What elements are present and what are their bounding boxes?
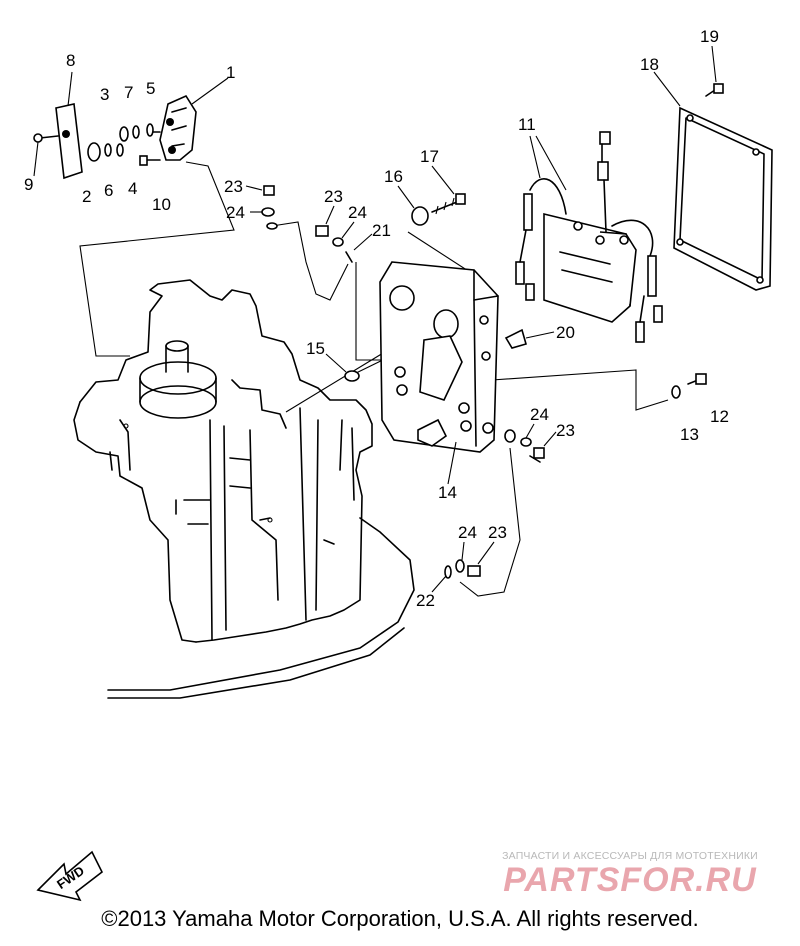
- callout-3: 3: [100, 85, 109, 104]
- callout-6: 6: [104, 181, 113, 200]
- callout-23-b: 23: [324, 187, 343, 206]
- bolts-washers-lower: [444, 429, 545, 579]
- engine-block-illustration: [73, 279, 415, 699]
- callout-24-a: 24: [226, 203, 245, 222]
- callout-24-b: 24: [348, 203, 367, 222]
- callout-14: 14: [438, 483, 457, 502]
- callout-22: 22: [416, 591, 435, 610]
- callout-24-c: 24: [530, 405, 549, 424]
- callout-17: 17: [420, 147, 439, 166]
- callout-23-a: 23: [224, 177, 243, 196]
- callout-24-d: 24: [458, 523, 477, 542]
- part-8-cover: [33, 103, 83, 180]
- callout-15: 15: [306, 339, 325, 358]
- callout-23-c: 23: [556, 421, 575, 440]
- callout-13: 13: [680, 425, 699, 444]
- callout-20: 20: [556, 323, 575, 342]
- callout-19: 19: [700, 27, 719, 46]
- part-19-screw: [705, 83, 724, 97]
- callout-16: 16: [384, 167, 403, 186]
- part-14-bracket-plate: [379, 261, 499, 453]
- callout-11: 11: [518, 115, 536, 134]
- copyright-notice: ©2013 Yamaha Motor Corporation, U.S.A. A…: [101, 906, 699, 931]
- callout-10: 10: [152, 195, 171, 214]
- callout-numbers: 1 2 3 4 5 6 7 8 9 10 11 12 13 14 15 16 1…: [24, 27, 729, 610]
- callout-4: 4: [128, 179, 137, 198]
- callout-23-d: 23: [488, 523, 507, 542]
- washers-nuts-2-7: [87, 123, 161, 166]
- callout-1: 1: [226, 63, 235, 82]
- part-20-plug: [504, 328, 527, 349]
- callout-8: 8: [66, 51, 75, 70]
- callout-7: 7: [124, 83, 133, 102]
- parts-12-13-bolt-washer: [671, 373, 707, 399]
- part-11-ignition-coils: [515, 131, 663, 343]
- watermark-brand: PARTSFOR.RU: [503, 861, 757, 899]
- callout-9: 9: [24, 175, 33, 194]
- callout-18: 18: [640, 55, 659, 74]
- callout-2: 2: [82, 187, 91, 206]
- watermark: ЗАПЧАСТИ И АКСЕССУАРЫ ДЛЯ МОТОТЕХНИКИ PA…: [470, 850, 790, 898]
- part-15-washer: [344, 370, 360, 382]
- fwd-arrow-icon: FWD: [36, 850, 104, 902]
- part-16-grommet-part-17-bolt: [411, 193, 466, 226]
- watermark-tagline: ЗАПЧАСТИ И АКСЕССУАРЫ ДЛЯ МОТОТЕХНИКИ: [502, 850, 758, 862]
- bolts-washers-upper: [261, 185, 353, 263]
- part-18-cover-plate: [673, 106, 773, 291]
- callout-5: 5: [146, 79, 155, 98]
- callout-12: 12: [710, 407, 729, 426]
- callout-21: 21: [372, 221, 391, 240]
- part-1-pulser-coil: [149, 94, 197, 161]
